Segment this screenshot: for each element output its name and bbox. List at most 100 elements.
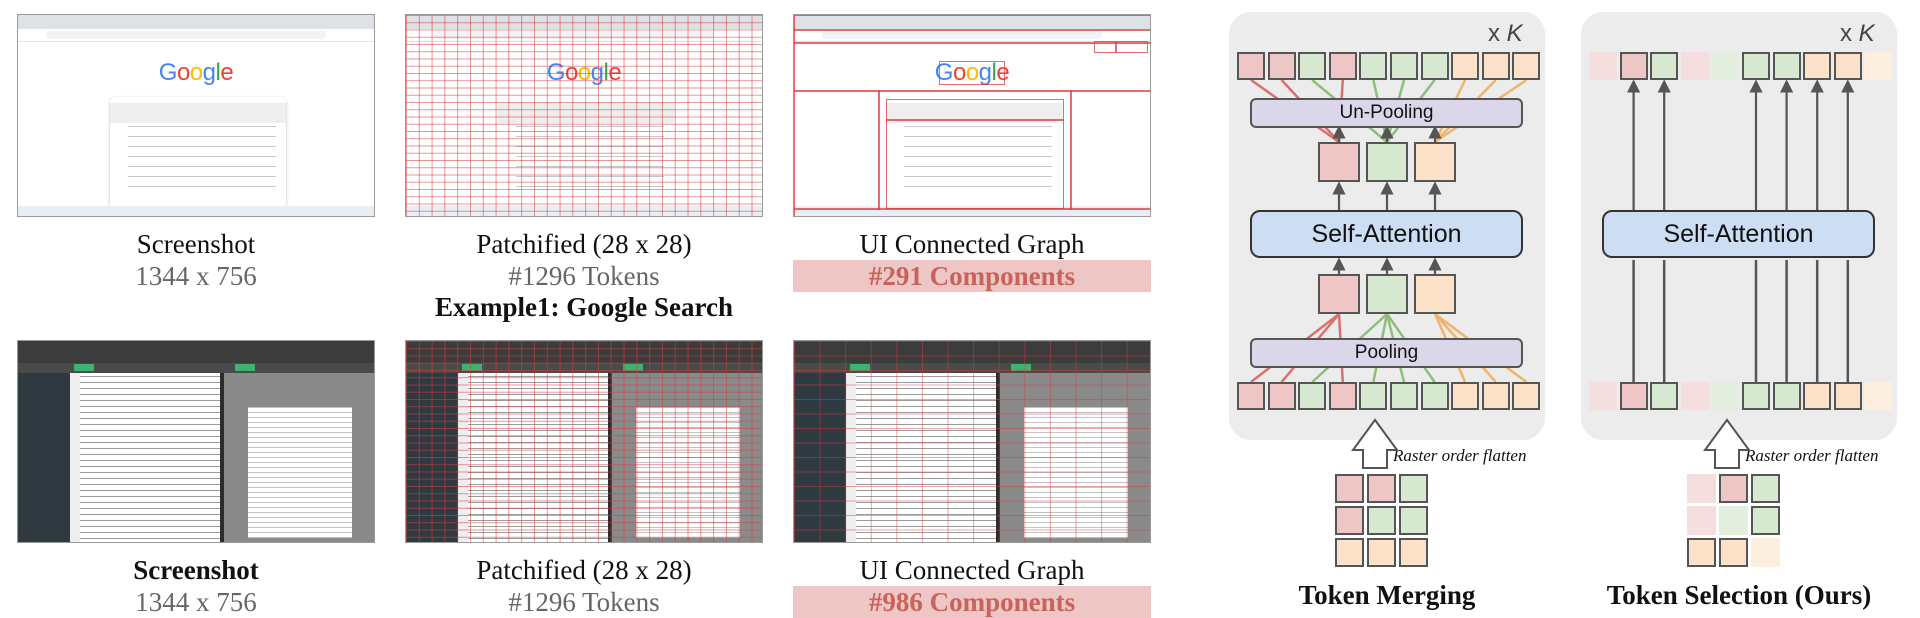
token xyxy=(1711,52,1740,80)
example-title: Example1: Google Search xyxy=(435,292,733,322)
token xyxy=(1833,52,1862,80)
repeat-k-label: x K xyxy=(1840,20,1875,47)
token xyxy=(1298,52,1327,80)
token xyxy=(1742,52,1770,80)
grid-token xyxy=(1719,538,1748,567)
grid-token xyxy=(1719,474,1748,503)
token xyxy=(1619,52,1648,80)
token xyxy=(1512,52,1541,80)
caption-title: UI Connected Graph xyxy=(859,229,1085,259)
caption-title: Screenshot xyxy=(133,555,259,585)
caption-screenshot-1: Screenshot 1344 x 756 xyxy=(17,228,375,292)
token xyxy=(1512,382,1541,410)
grid-token xyxy=(1335,538,1364,567)
caption-subtitle: #1296 Tokens xyxy=(508,587,660,617)
raster-order-label: Raster order flatten xyxy=(1745,446,1879,465)
token xyxy=(1481,52,1510,80)
search-suggestions xyxy=(110,97,286,209)
patch-grid xyxy=(406,341,762,542)
grid-token xyxy=(1399,506,1428,535)
token xyxy=(1390,52,1418,80)
caption-ui-graph-2: UI Connected Graph #986 Components xyxy=(793,554,1151,618)
browser-addressbar xyxy=(18,29,374,42)
token xyxy=(1864,382,1893,410)
grid-token xyxy=(1751,538,1780,567)
flatten-arrow xyxy=(1703,418,1751,469)
token xyxy=(1680,52,1709,80)
token xyxy=(1451,382,1480,410)
google-logo: Google xyxy=(158,59,234,86)
token xyxy=(1328,52,1357,80)
component-overlay xyxy=(794,341,1150,542)
repeat-k-label: x K xyxy=(1488,20,1523,47)
token xyxy=(1742,382,1770,410)
token xyxy=(1267,52,1296,80)
pooling-block: Pooling xyxy=(1250,338,1523,368)
caption-title: Patchified (28 x 28) xyxy=(476,229,692,259)
merged-token-red xyxy=(1318,142,1360,182)
merged-token-green xyxy=(1366,142,1408,182)
grid-token xyxy=(1751,474,1780,503)
token xyxy=(1359,382,1388,410)
token xyxy=(1864,52,1893,80)
flatten-arrow xyxy=(1351,418,1399,469)
token xyxy=(1803,52,1832,80)
merged-token-red xyxy=(1318,274,1360,314)
merged-token-green xyxy=(1366,274,1408,314)
ui-graph-google-search: Google xyxy=(793,14,1151,217)
grid-token xyxy=(1399,474,1428,503)
taskbar xyxy=(18,206,374,216)
token xyxy=(1680,382,1709,410)
token xyxy=(1420,382,1449,410)
token xyxy=(1481,382,1510,410)
token xyxy=(1359,52,1388,80)
token xyxy=(1772,382,1801,410)
patch-grid xyxy=(406,15,762,216)
token xyxy=(1619,382,1648,410)
grid-token xyxy=(1751,506,1780,535)
caption-patchified-2: Patchified (28 x 28) #1296 Tokens xyxy=(405,554,763,618)
caption-subtitle: #1296 Tokens xyxy=(508,261,660,291)
patchified-editor xyxy=(405,340,763,543)
token xyxy=(1451,52,1480,80)
token xyxy=(1298,382,1327,410)
token xyxy=(1328,382,1357,410)
token xyxy=(1390,382,1418,410)
grid-token xyxy=(1687,506,1716,535)
grid-token xyxy=(1335,474,1364,503)
token xyxy=(1237,382,1265,410)
merged-token-orange xyxy=(1414,142,1456,182)
token xyxy=(1833,382,1862,410)
caption-title: UI Connected Graph xyxy=(859,555,1085,585)
caption-title: Patchified (28 x 28) xyxy=(476,555,692,585)
caption-screenshot-2: Screenshot 1344 x 756 xyxy=(17,554,375,618)
ui-graph-editor xyxy=(793,340,1151,543)
token xyxy=(1237,52,1265,80)
file-sidebar xyxy=(18,373,70,542)
caption-subtitle: 1344 x 756 xyxy=(135,587,257,617)
token xyxy=(1420,52,1449,80)
grid-token xyxy=(1399,538,1428,567)
self-attention-block: Self-Attention xyxy=(1250,210,1523,258)
token xyxy=(1650,52,1679,80)
token-selection-label: Token Selection (Ours) xyxy=(1606,580,1872,610)
token xyxy=(1772,52,1801,80)
caption-title: Screenshot xyxy=(136,229,256,259)
unpooling-block: Un-Pooling xyxy=(1250,98,1523,128)
token xyxy=(1589,52,1617,80)
raster-order-label: Raster order flatten xyxy=(1393,446,1527,465)
caption-patchified-1: Patchified (28 x 28) #1296 Tokens xyxy=(405,228,763,292)
screenshot-editor xyxy=(17,340,375,543)
token xyxy=(1711,382,1740,410)
grid-token xyxy=(1687,474,1716,503)
merged-token-orange xyxy=(1414,274,1456,314)
token xyxy=(1803,382,1832,410)
grid-token xyxy=(1719,506,1748,535)
token xyxy=(1267,382,1296,410)
grid-token xyxy=(1367,474,1396,503)
token xyxy=(1650,382,1679,410)
self-attention-block: Self-Attention xyxy=(1602,210,1875,258)
grid-token xyxy=(1367,506,1396,535)
